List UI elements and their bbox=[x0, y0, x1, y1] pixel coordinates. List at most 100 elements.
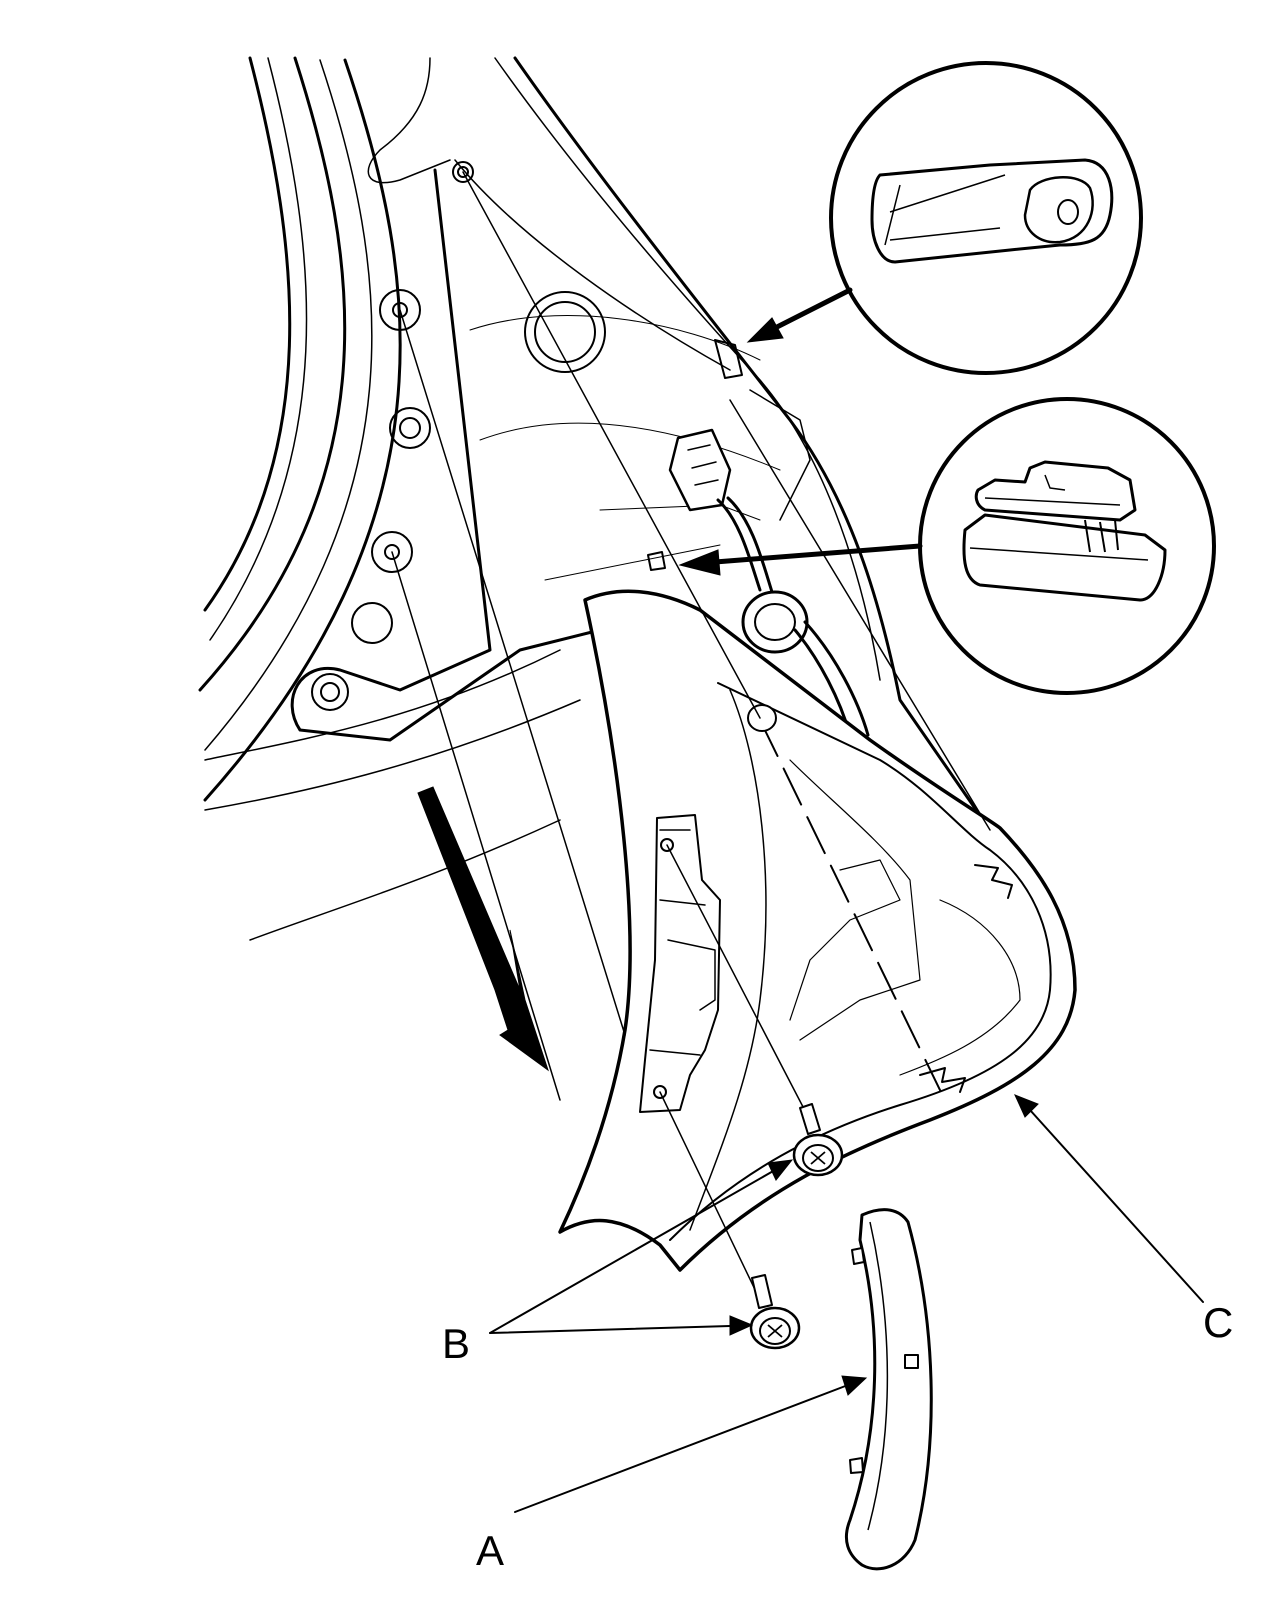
trim-panel-c-dashed-axis bbox=[759, 719, 941, 1091]
trim-panel-c-bracket bbox=[639, 814, 721, 1113]
floor-line-4 bbox=[544, 544, 721, 581]
arrow-zoom-upper-line bbox=[772, 287, 853, 331]
trim-panel-c-outline bbox=[558, 589, 1077, 1272]
zoom-lower-clip-top-edge bbox=[984, 474, 1121, 506]
floor-line-2 bbox=[204, 699, 581, 811]
leader-b-upper-line bbox=[489, 1169, 776, 1334]
leader-c-line bbox=[1029, 1109, 1204, 1303]
panel-contour-1 bbox=[469, 315, 761, 361]
arrow-zoom-lower-line bbox=[712, 543, 923, 565]
connector-detail bbox=[687, 444, 719, 486]
pillar-hole-2 bbox=[389, 407, 431, 449]
pillar-hole-3 bbox=[371, 531, 413, 573]
trim-panel-c-clip-mark-2 bbox=[919, 1067, 966, 1093]
leader-b-lower-line bbox=[489, 1325, 731, 1334]
zoom-detail-clip-upper bbox=[829, 61, 1143, 375]
callout-label-a: A bbox=[476, 1527, 504, 1574]
wire-harness bbox=[647, 428, 870, 737]
zoom-upper-clip-boss bbox=[1023, 176, 1094, 244]
clip-small bbox=[647, 551, 666, 571]
cover-a-tab-3 bbox=[849, 1457, 864, 1474]
trim-panel-c-ridge-4 bbox=[899, 899, 1021, 1076]
trim-panel-c-ridge-2 bbox=[789, 759, 921, 1041]
inner-panel-edge-2 bbox=[494, 57, 881, 681]
clip-slot bbox=[714, 339, 743, 379]
cover-a bbox=[845, 1208, 933, 1571]
trim-panel-c-clip-knob bbox=[747, 704, 777, 732]
grommet bbox=[741, 590, 809, 654]
recess-outline bbox=[290, 168, 602, 742]
zoom-upper-clip-detail bbox=[884, 174, 1006, 246]
screw-b-lower bbox=[749, 1274, 801, 1350]
floor-line-3 bbox=[249, 819, 561, 941]
zoom-circle-upper bbox=[829, 61, 1143, 375]
leader-a-head bbox=[841, 1375, 868, 1396]
cover-a-outline bbox=[845, 1208, 933, 1571]
pillar-hole-5-inner bbox=[320, 682, 340, 702]
pillar-hole-1 bbox=[379, 289, 421, 331]
zoom-lower-clip-legs bbox=[1084, 519, 1119, 553]
inner-panel-top bbox=[367, 57, 451, 184]
pillar-outer-edge-4 bbox=[204, 59, 373, 751]
panel-top-hole-inner bbox=[457, 166, 469, 178]
zoom-lower-clip-base bbox=[962, 513, 1167, 602]
pillar-hole-5 bbox=[311, 673, 349, 711]
panel-large-hole bbox=[524, 291, 606, 373]
panel-contour-2 bbox=[479, 422, 781, 471]
removal-direction-arrow bbox=[417, 786, 549, 1072]
harness-wire-lower-2 bbox=[803, 620, 870, 737]
fastener-guide-lines bbox=[391, 171, 991, 1301]
cover-a-tab-2 bbox=[904, 1354, 919, 1369]
pillar-outer-edge-5 bbox=[203, 58, 402, 802]
harness-wire-upper-2 bbox=[726, 496, 774, 594]
pillar-hole-4 bbox=[351, 602, 393, 644]
pillar-hole-1-inner bbox=[392, 302, 408, 318]
screw-b-lower-cross-icon bbox=[767, 1324, 783, 1338]
callout-label-b: B bbox=[442, 1320, 470, 1367]
recess-inner bbox=[454, 159, 731, 371]
grommet-inner bbox=[754, 603, 796, 641]
callout-label-c: C bbox=[1203, 1299, 1233, 1346]
connector-body bbox=[668, 428, 732, 512]
leader-b-lower-head bbox=[729, 1315, 754, 1336]
trim-panel-c bbox=[558, 589, 1077, 1272]
panel-large-hole-inner bbox=[534, 301, 596, 363]
pillar-hole-3-inner bbox=[384, 544, 400, 560]
trim-panel-c-bracket-detail bbox=[649, 829, 716, 1056]
panel-top-hole bbox=[452, 161, 474, 183]
pillar-outer-edge-3 bbox=[198, 56, 347, 692]
leader-b-upper-head bbox=[767, 1159, 794, 1181]
guide-line-bracket-bottom bbox=[659, 1091, 761, 1301]
trim-panel-c-ridge-1 bbox=[689, 689, 767, 1231]
leader-a-line bbox=[514, 1384, 849, 1513]
zoom-lower-clip-base-edge bbox=[969, 547, 1149, 561]
zoom-upper-clip-hole bbox=[1057, 199, 1079, 225]
cover-a-inner-edge bbox=[867, 1221, 889, 1531]
pillar-hole-2-inner bbox=[399, 417, 421, 439]
vehicle-body-structure bbox=[198, 56, 992, 941]
screw-b-lower-shank bbox=[751, 1274, 773, 1309]
zoom-lower-clip-top bbox=[974, 460, 1137, 522]
zoom-detail-clip-lower bbox=[918, 397, 1216, 695]
arrow-zoom-lower-head bbox=[678, 549, 721, 576]
screws-b bbox=[749, 1103, 844, 1350]
guide-line-pillar-1 bbox=[399, 309, 626, 1036]
leader-c-head bbox=[1014, 1094, 1039, 1118]
screw-b-upper bbox=[792, 1103, 844, 1177]
guide-line-top-hole bbox=[462, 171, 761, 719]
side-panel-edge bbox=[749, 389, 811, 521]
harness-wire-upper bbox=[716, 498, 762, 592]
screw-b-upper-shank bbox=[799, 1103, 821, 1135]
guide-line-bracket-top bbox=[666, 844, 816, 1131]
pillar-outer-edge-1 bbox=[203, 56, 292, 612]
trim-panel-c-clip-mark-1 bbox=[974, 864, 1013, 899]
guide-line-right-edge bbox=[729, 399, 991, 831]
trim-panel-c-ridge-3 bbox=[789, 859, 901, 1021]
floor-line-1 bbox=[204, 649, 561, 761]
removal-arrow-icon bbox=[417, 786, 549, 1072]
zoom-upper-clip-plate bbox=[870, 158, 1114, 264]
callout-arrows bbox=[489, 287, 1204, 1513]
arrow-zoom-upper-head bbox=[746, 317, 784, 343]
pillar-outer-edge-2 bbox=[209, 57, 308, 641]
